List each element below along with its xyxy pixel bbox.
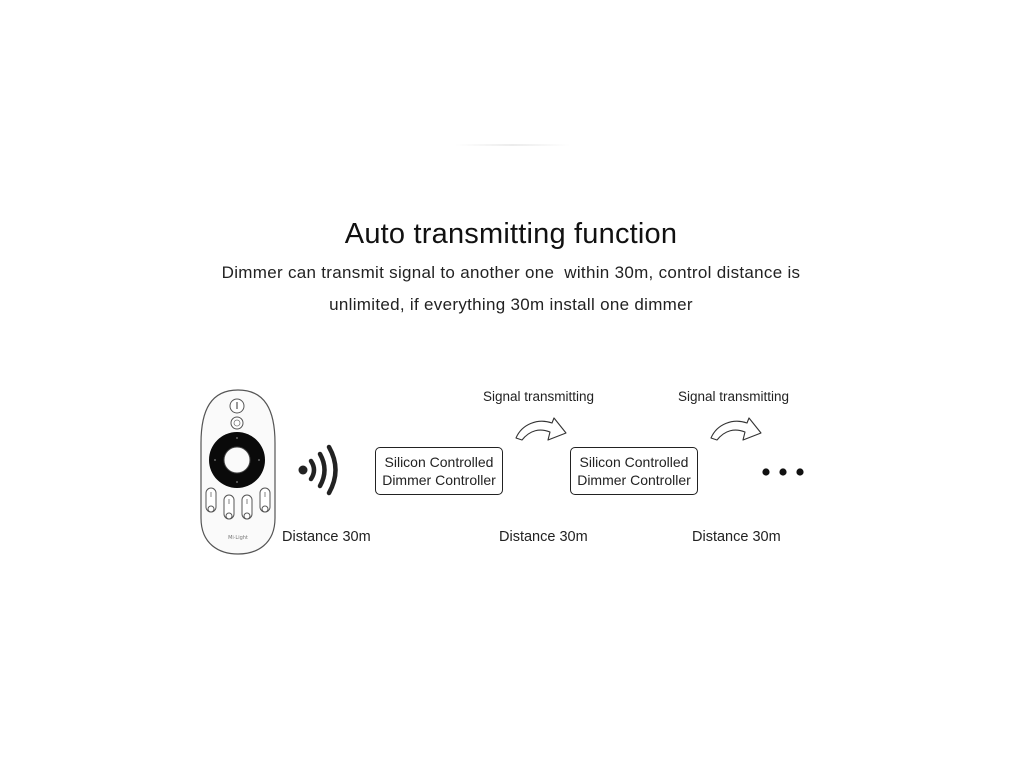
decorative-line: [455, 144, 570, 146]
page-title: Auto transmitting function: [344, 218, 678, 250]
controller-2-line1: Silicon Controlled: [579, 454, 689, 470]
dimmer-controller-box-2: Silicon Controlled Dimmer Controller: [570, 447, 698, 495]
ellipsis-icon: [760, 465, 806, 483]
remote-control-icon: Mi·Light: [197, 388, 279, 563]
subtitle-line-1: Dimmer can transmit signal to another on…: [221, 263, 801, 282]
signal-label-2: Signal transmitting: [678, 389, 790, 404]
remote-brand-label: Mi·Light: [228, 535, 248, 541]
subtitle-line-2: unlimited, if everything 30m install one…: [329, 295, 693, 314]
controller-2-line2: Dimmer Controller: [577, 472, 691, 488]
distance-label-3: Distance 30m: [692, 529, 781, 545]
wireless-signal-icon: [296, 444, 344, 501]
distance-label-1: Distance 30m: [282, 529, 371, 545]
controller-1-line2: Dimmer Controller: [382, 472, 496, 488]
signal-label-1: Signal transmitting: [483, 389, 595, 404]
curved-arrow-icon: [707, 414, 765, 451]
dimmer-controller-box-1: Silicon Controlled Dimmer Controller: [375, 447, 503, 495]
curved-arrow-icon: [512, 414, 570, 451]
controller-1-line1: Silicon Controlled: [384, 454, 494, 470]
distance-label-2: Distance 30m: [499, 529, 588, 545]
